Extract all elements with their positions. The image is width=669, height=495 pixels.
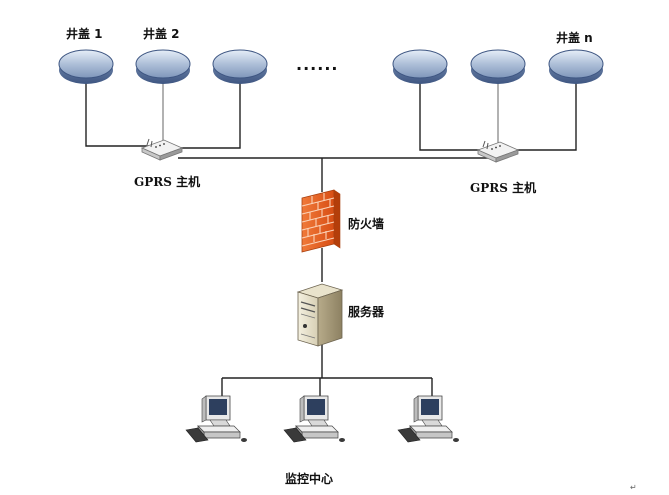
gprs-right-router-icon [477,140,519,163]
firewall-label: 防火墙 [348,216,384,231]
cover-n-icon [548,49,604,85]
gprs-left-label: GPRS 主机 [134,174,200,189]
cover-n-label: 井盖 n [556,30,593,45]
cover-1-label: 井盖 1 [66,26,103,41]
top-network-lines [85,78,577,396]
cover-5-icon [470,49,526,85]
gprs-right-label: GPRS 主机 [470,180,536,195]
monitor-center-label: 监控中心 [285,471,333,486]
server-icon [296,283,344,347]
cover-1-icon [58,49,114,85]
gprs-left-router-icon [141,138,183,161]
corner-mark: ↵ [630,483,637,492]
cover-4-icon [392,49,448,85]
cover-3-icon [212,49,268,85]
pc-1-icon [185,395,248,443]
cover-2-icon [135,49,191,85]
pc-2-icon [283,395,346,443]
pc-3-icon [397,395,460,443]
ellipsis-text: ...... [296,55,338,74]
firewall-icon [301,189,341,253]
server-label: 服务器 [348,304,385,319]
cover-2-label: 井盖 2 [143,26,180,41]
